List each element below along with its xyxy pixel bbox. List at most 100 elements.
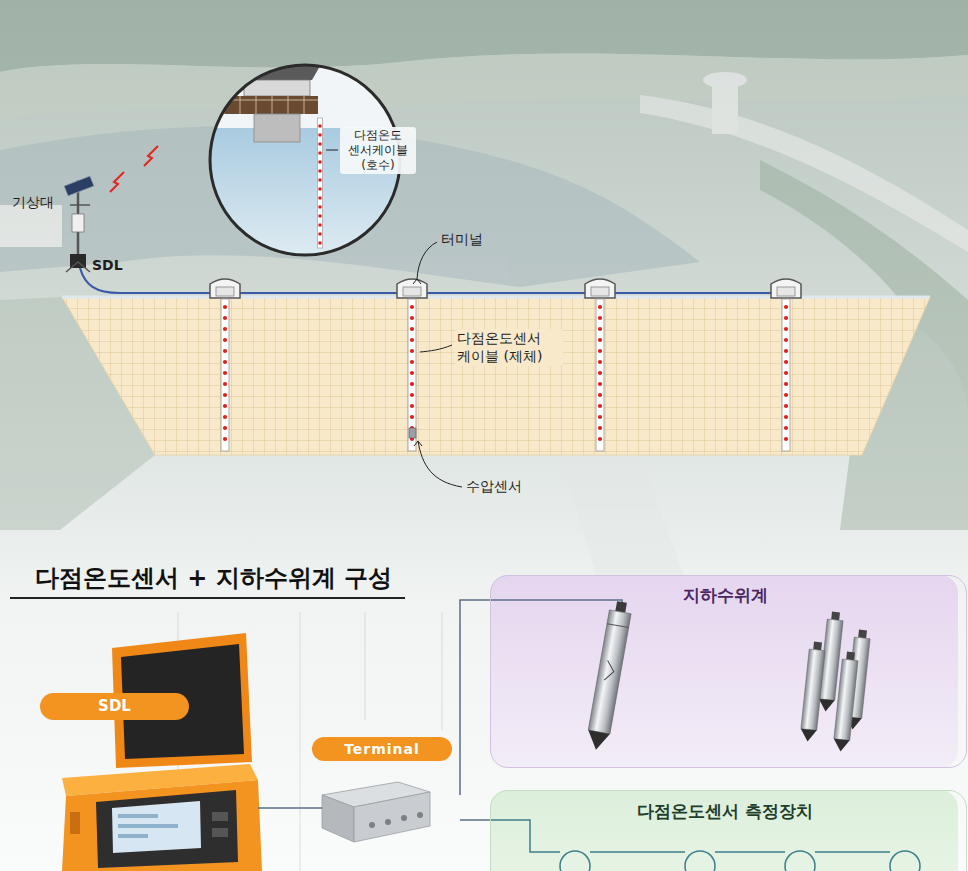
weather-station: [70, 204, 90, 206]
sensor-cable: [784, 404, 788, 408]
terminal-boxes: [210, 279, 240, 298]
lake-inset: [326, 150, 338, 151]
gauge-panel: [615, 601, 627, 613]
lake-inset: [214, 96, 318, 114]
sensor-cable: [784, 415, 788, 419]
sensor-cable: [223, 360, 227, 364]
sensor-panel: [815, 851, 890, 853]
component-panel: 다점온도센서 측정장치: [490, 790, 967, 871]
sensor-cable: [410, 338, 414, 342]
lake-inset: [318, 124, 322, 245]
callout-label: 다점온도센서 케이블 (제체): [455, 329, 563, 366]
sensor-cable: [598, 426, 602, 430]
sensor-cable: [784, 382, 788, 386]
terminal-box: [369, 822, 375, 828]
lake-inset: [318, 133, 322, 137]
pressure-sensor: [409, 428, 416, 438]
sensor-cable: [784, 305, 788, 309]
sensor-cable: [598, 360, 602, 364]
sensor-cable: [221, 299, 229, 451]
gauge-panel: [490, 600, 622, 604]
sensor-cable: [223, 404, 227, 408]
gauge-panel: [831, 612, 840, 621]
sensor-panel: [490, 820, 560, 852]
gauge-panel: [800, 641, 826, 742]
aerial-photo: [712, 82, 738, 134]
sensor-cable: [410, 382, 414, 386]
leader-line: [413, 279, 421, 284]
sensor-cable: [598, 415, 602, 419]
sensor-cable: [784, 349, 788, 353]
sensor-cable: [598, 327, 602, 331]
terminal-boxes: [397, 279, 427, 298]
sensor-cable: [410, 371, 414, 375]
gauge-panel: [585, 730, 610, 752]
lake-inset: [318, 205, 322, 209]
terminal-box: [322, 795, 354, 842]
lake-inset: [256, 96, 257, 114]
callout-label: 터미널: [441, 231, 483, 249]
sensor-panel: [490, 790, 958, 871]
background-cables: [364, 612, 365, 720]
sensor-cable: [782, 299, 790, 451]
sdl-logger-case: [118, 824, 178, 828]
sensor-cable: [784, 426, 788, 430]
terminal-boxes: [216, 287, 234, 296]
gauge-panel: [834, 659, 858, 740]
component-panel: 지하수위계: [490, 575, 967, 768]
tag-label: SDL: [40, 693, 189, 720]
sensor-panel: [560, 851, 590, 871]
heading-rule: [10, 597, 405, 599]
sensor-cable: [223, 349, 227, 353]
sensor-cable: [598, 371, 602, 375]
sensor-cable: [598, 349, 602, 353]
gauge-panel: [833, 739, 850, 753]
sensor-cable: [598, 305, 602, 309]
sensor-cable: [223, 426, 227, 430]
aerial-photo: [640, 95, 968, 252]
sensor-panel: [490, 790, 958, 871]
terminal-boxes: [585, 279, 615, 298]
lake-inset: [318, 124, 322, 128]
lake-inset: [318, 214, 322, 218]
sensor-cable: [410, 415, 414, 419]
dam-body: [62, 297, 930, 455]
radio-signal: [144, 146, 158, 166]
tag-label: Terminal: [312, 737, 452, 761]
callout-label: 기상대: [12, 194, 54, 212]
lake-inset: [214, 96, 318, 114]
dam-body: [62, 297, 930, 455]
sdl-logger-case: [118, 814, 158, 818]
lake-inset: [304, 96, 305, 114]
sensor-cable: [223, 338, 227, 342]
sensor-panel: [490, 820, 920, 871]
sdl-logger-case: [212, 812, 228, 821]
sensor-cable: [223, 437, 227, 441]
gauge-panel: [800, 729, 817, 743]
sensor-panel: [890, 851, 920, 871]
weather-station: [64, 176, 94, 272]
cable-connector: [258, 807, 312, 809]
sdl-logger-case: [212, 828, 228, 837]
sdl-logger-case: [70, 812, 80, 834]
sensor-cable: [410, 360, 414, 364]
leader-line: [418, 441, 462, 487]
lake-inset: [318, 151, 322, 155]
terminal-box: [369, 812, 423, 828]
sensor-cable: [784, 371, 788, 375]
terminal-boxes: [777, 287, 795, 296]
gauge-panel: [585, 600, 633, 752]
sdl-logger-case: [112, 801, 201, 853]
leader-line: [420, 345, 452, 352]
gauge-panel: [490, 575, 958, 768]
sensor-cable: [598, 338, 602, 342]
weather-station: [64, 176, 94, 196]
sensor-cable: [596, 299, 604, 451]
leader-line: [417, 242, 437, 279]
sensor-cable: [223, 327, 227, 331]
sensor-cable: [410, 404, 414, 408]
lake-inset: [318, 241, 322, 245]
